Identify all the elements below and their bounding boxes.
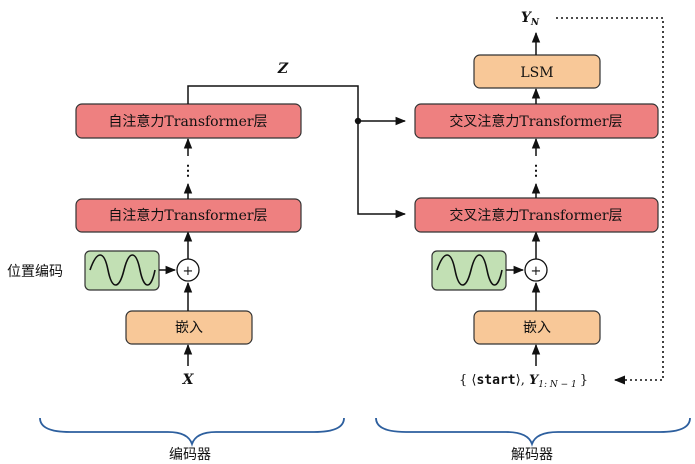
decoder-embed-box xyxy=(473,310,601,345)
encoder-embed-box xyxy=(125,310,253,345)
decoder: { ⟨start⟩, Y1: N − 1} 嵌入 + 交叉注意力Transfor… xyxy=(375,10,691,463)
encoder-embed-label: 嵌入 xyxy=(175,320,203,336)
decoder-output-y: Y xyxy=(521,10,533,26)
decoder-output-label: YN xyxy=(521,10,540,28)
decoder-embed-label: 嵌入 xyxy=(523,320,551,336)
decoder-input-start: start xyxy=(476,373,515,388)
decoder-layer-top-label: 交叉注意力Transformer层 xyxy=(449,113,622,130)
encoder-brace-label: 编码器 xyxy=(169,447,211,463)
encoder-layer-bottom-label: 自注意力Transformer层 xyxy=(108,207,267,224)
encoder-output-junction xyxy=(354,117,362,125)
decoder-input-sub: 1: N − 1 xyxy=(538,380,576,390)
sine-wave-icon xyxy=(89,254,156,286)
decoder-input-mid: ⟩, xyxy=(516,373,529,388)
encoder-brace xyxy=(39,417,345,447)
encoder-plus-symbol: + xyxy=(183,264,194,279)
decoder-lsm-box xyxy=(473,54,601,89)
decoder-brace-label: 解码器 xyxy=(511,447,553,463)
encoder-layer-top-label: 自注意力Transformer层 xyxy=(108,113,267,130)
decoder-plus-symbol: + xyxy=(531,264,542,279)
encoder-pos-enc-label: 位置编码 xyxy=(7,264,63,280)
encoder-ellipsis: ⋮ xyxy=(181,163,195,179)
encoder: X 嵌入 + 位置编码 自注意力Transformer层 ⋮ 自注意力Trans… xyxy=(7,61,407,463)
decoder-layer-bottom-label: 交叉注意力Transformer层 xyxy=(449,207,622,224)
decoder-output-sub: N xyxy=(530,18,540,28)
decoder-lsm-label: LSM xyxy=(520,65,553,81)
decoder-input-y: Y xyxy=(529,373,540,388)
decoder-input-prefix: { ⟨ xyxy=(459,373,476,388)
encoder-input-label: X xyxy=(182,372,195,388)
decoder-input-close: } xyxy=(580,373,588,388)
encoder-output-line xyxy=(187,85,407,219)
sine-wave-icon xyxy=(436,254,503,286)
decoder-ellipsis: ⋮ xyxy=(529,163,543,179)
decoder-brace xyxy=(375,417,691,447)
decoder-input-label: { ⟨start⟩, Y1: N − 1} xyxy=(459,373,588,390)
encoder-output-label: Z xyxy=(277,61,289,77)
